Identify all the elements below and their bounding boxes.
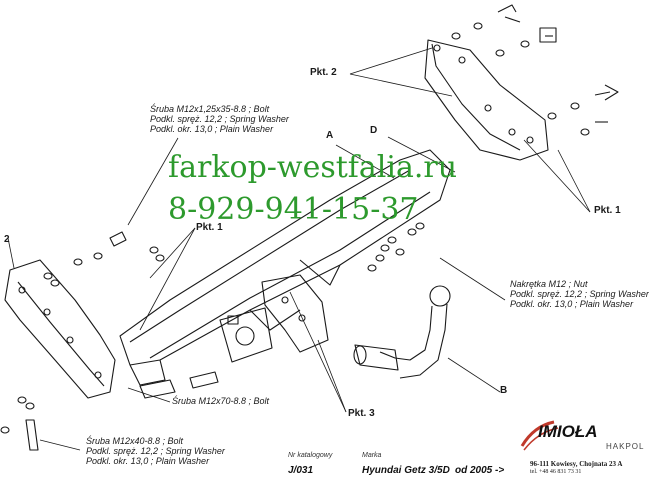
catalog-header: Nr katalogowy [288,452,333,459]
label-pkt1-left: Pkt. 1 [196,222,223,233]
watermark-phone: 8-929-941-15-37 [168,192,419,227]
callout-line: Podkl. spręż. 12,2 ; Spring Washer [86,446,225,456]
bracket-top-right [424,39,549,161]
tow-ball [353,285,451,379]
callout-line: Śruba M12x1,25x35-8.8 ; Bolt [150,104,270,114]
watermark-site: farkop-westfalia.ru [168,150,458,185]
label-d: D [370,125,378,136]
label-a: A [326,130,334,141]
callout-bottom-left: Śruba M12x40-8.8 ; Bolt Podkl. spręż. 12… [86,436,225,466]
main-crossbar [119,149,451,386]
company-address: 96-111 Kowiesy, Chojnata 23 A [530,460,623,468]
mount-plate-center [261,274,329,353]
callout-line: Podkl. okr. 13,0 ; Plain Washer [510,299,634,309]
callout-line: Podkl. spręż. 12,2 ; Spring Washer [510,289,649,299]
callout-line: Podkl. spręż. 12,2 ; Spring Washer [150,114,289,124]
callout-right: Nakrętka M12 ; Nut Podkl. spręż. 12,2 ; … [510,279,649,309]
label-b: B [500,385,508,396]
label-2: 2 [4,234,10,245]
callout-top-left: Śruba M12x1,25x35-8.8 ; Bolt Podkl. sprę… [150,104,289,134]
company-sub: HAKPOL [606,442,645,451]
company-logo: IMIOŁA HAKPOL [520,418,643,458]
callout-line: Podkl. okr. 13,0 ; Plain Washer [86,456,210,466]
company-name: IMIOŁA [538,422,598,441]
callout-line: Śruba M12x40-8.8 ; Bolt [86,436,184,446]
date-value: od 2005 -> [455,465,505,476]
brand-header: Marka [362,452,382,459]
fasteners [0,4,619,451]
socket-plate [219,307,273,363]
leader-lines [7,47,591,451]
bracket-left [4,259,116,399]
brand-value: Hyundai Getz 3/5D [362,465,450,476]
label-pkt2-top: Pkt. 2 [310,67,337,78]
label-pkt1-right: Pkt. 1 [594,205,621,216]
callout-line: Śruba M12x70-8.8 ; Bolt [172,396,270,406]
label-pkt3: Pkt. 3 [348,408,375,419]
callout-middle: Śruba M12x70-8.8 ; Bolt [172,396,269,406]
catalog-value: J/031 [288,465,314,476]
company-tel: tel. +48 46 831 73 31 [530,469,582,475]
callout-line: Nakrętka M12 ; Nut [510,279,588,289]
callout-line: Podkl. okr. 13,0 ; Plain Washer [150,124,274,134]
logo-swoosh-icon [520,420,559,451]
